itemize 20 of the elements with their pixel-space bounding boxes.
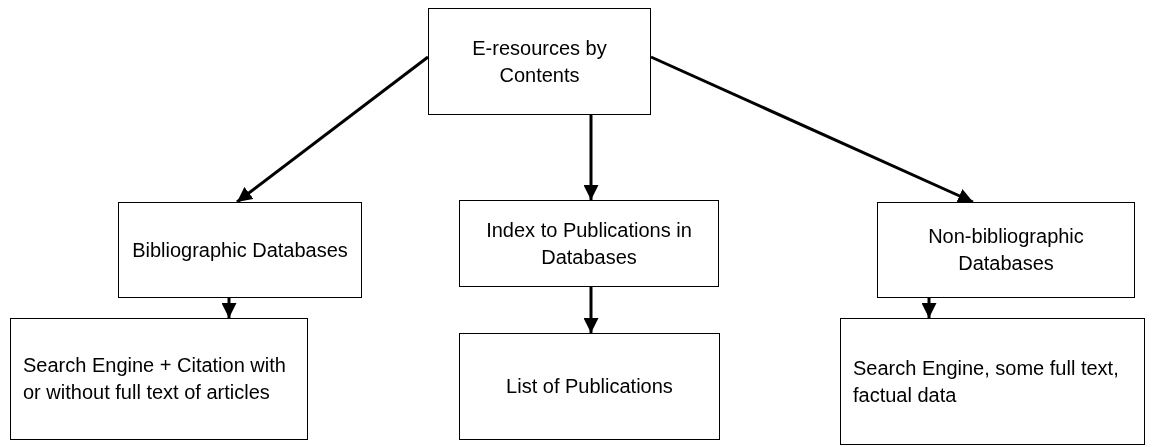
arrow bbox=[221, 298, 237, 318]
box-text: E-resources by Contents bbox=[471, 35, 608, 88]
box-text: Search Engine + Citation with or without full text of articles bbox=[23, 353, 287, 405]
process-box bbox=[877, 202, 1135, 298]
box-text: List of Publications bbox=[505, 374, 674, 399]
process-box bbox=[118, 202, 362, 298]
arrow bbox=[921, 298, 937, 318]
arrow bbox=[236, 55, 429, 204]
process-box bbox=[840, 318, 1145, 445]
arrow bbox=[650, 55, 974, 204]
process-box bbox=[459, 200, 719, 287]
box-text: Index to Publications in Databases bbox=[485, 217, 693, 270]
process-box bbox=[428, 8, 651, 115]
box-text: Non-bibliographic Databases bbox=[927, 224, 1085, 276]
process-box bbox=[10, 318, 308, 440]
process-box bbox=[459, 333, 720, 440]
box-text: Search Engine, some full text, factual data bbox=[853, 355, 1120, 408]
arrow bbox=[583, 115, 599, 200]
box-text: Bibliographic Databases bbox=[131, 237, 349, 263]
arrow bbox=[583, 287, 599, 333]
